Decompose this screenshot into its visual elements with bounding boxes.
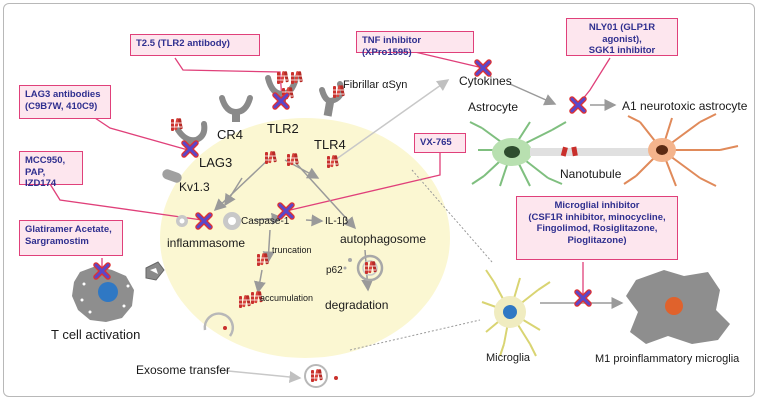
tnf-inhibitor-box: TNF inhibitor (XPro1595) [356,31,474,58]
kv13-channel-icon [162,169,182,183]
mcc950-drug-box: MCC950, PAP, IZD174 [19,151,83,189]
autophagosome-label: autophagosome [340,232,427,246]
mcc-line2: IZD174 [25,178,57,190]
lag3-label: LAG3 [199,155,233,170]
tlr2-label: TLR2 [267,121,299,136]
lag3-line2: (C9B7W, 410C9) [25,100,98,112]
vx765-text: VX-765 [420,137,452,148]
micro-line1: Microglial inhibitor [554,200,640,211]
truncation-label: truncation [272,245,312,255]
tcell-activation-label: T cell activation [51,327,141,342]
a1-astrocyte-nucleus [656,145,668,155]
nly01-drug-box: NLY01 (GLP1R agonist), SGK1 inhibitor [566,18,678,56]
p62-label: p62 [326,265,343,276]
cr4-receptor-icon [219,95,253,122]
cr4-label: CR4 [217,127,244,142]
degradation-label: degradation [325,298,389,312]
micro-line3: Fingolimod, Rosiglitazone, [536,223,658,235]
t25-drug-box: T2.5 (TLR2 antibody) [130,34,260,56]
fibrillar-asyn-label: Fibrillar αSyn [343,79,408,91]
vx765-drug-box: VX-765 [414,133,466,153]
exosome-transfer-label: Exosome transfer [136,363,231,377]
autophagosome-icon [343,254,384,282]
nly01-line1: NLY01 (GLP1R agonist), [588,22,656,45]
astrocyte-label: Astrocyte [468,100,519,114]
pathway-arrows [213,79,624,383]
tcell-icon [72,261,165,322]
glat-line1: Glatiramer Acetate, [25,224,112,235]
cytokines-label: Cytokines [459,74,512,88]
mcc-line1: MCC950, PAP, [25,155,66,178]
micro-line2: (CSF1R inhibitor, minocycline, [528,211,666,223]
tnf-text: TNF inhibitor (XPro1595) [362,35,422,58]
lag3-antibodies-box: LAG3 antibodies (C9B7W, 410C9) [19,85,111,119]
drug-connectors [49,51,611,296]
inflammasome-icon [176,212,241,230]
caspase1-label: Caspase-1 [241,216,290,227]
microglia-label: Microglia [486,352,531,364]
m1-microglia-label: M1 proinflammatory microglia [595,353,740,365]
nly01-line2: SGK1 inhibitor [588,45,656,57]
lag3-line1: LAG3 antibodies [25,89,101,100]
projection-lines [349,169,493,351]
inflammasome-label: inflammasome [167,236,246,250]
micro-line4: Pioglitazone) [567,234,627,246]
glatiramer-drug-box: Glatiramer Acetate, Sargramostim [19,220,123,256]
kv13-label: Kv1.3 [179,180,210,194]
m1-microglia-nucleus [665,297,683,315]
lag3-receptor-icon [175,121,208,150]
astrocyte-nucleus [504,146,520,158]
a1-astrocyte-icon [623,113,739,187]
microglial-inhibitor-box: Microglial inhibitor (CSF1R inhibitor, m… [516,196,678,260]
microglia-nucleus [503,305,517,319]
nanotubule-label: Nanotubule [560,167,622,181]
accumulation-label: accumulation [260,293,314,303]
tlr4-label: TLR4 [314,137,346,152]
vesicle-icon [203,312,338,388]
nanotubule-icon [530,146,670,157]
glat-line2: Sargramostim [25,235,89,247]
diagram-frame [3,3,755,397]
a1-astrocyte-label: A1 neurotoxic astrocyte [622,99,748,113]
il1b-label: IL-1β [325,216,348,227]
t25-text: T2.5 (TLR2 antibody) [136,38,230,49]
